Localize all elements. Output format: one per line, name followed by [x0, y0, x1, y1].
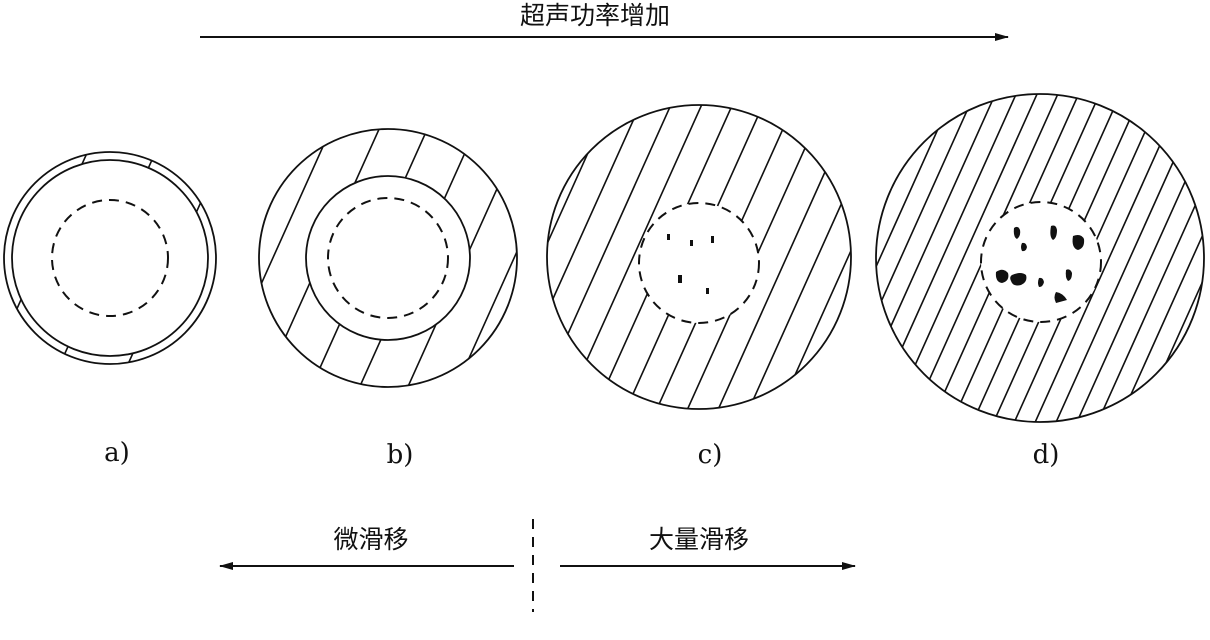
hatch-line-c: [752, 156, 893, 470]
inner-contact-circle-a: [12, 160, 208, 356]
micro-slip-label: 微滑移: [333, 525, 408, 554]
panel-label-c: c): [698, 440, 723, 470]
hatch-line-d: [814, 23, 965, 359]
panel-a: a): [0, 91, 273, 468]
panel-label-b: b): [387, 440, 414, 470]
hatch-line-d: [797, 15, 948, 351]
panel-b: b): [191, 61, 554, 470]
panel-d: d): [797, 15, 1210, 499]
slip-indicator: 微滑移 大量滑移: [220, 519, 855, 612]
panel-label-d: d): [1033, 440, 1060, 470]
hatch-line-b: [191, 61, 313, 333]
ultrasonic-power-arrow: 超声功率增加: [200, 1, 1008, 37]
hatch-line-c: [523, 53, 664, 367]
hatch-line-c: [778, 167, 919, 481]
hatch-line-c: [472, 30, 613, 344]
dashed-core-d: [981, 202, 1101, 322]
hatch-line-d: [866, 46, 1017, 382]
hatch-line-c: [497, 41, 638, 355]
large-slip-label: 大量滑移: [649, 525, 749, 554]
panel-label-a: a): [104, 438, 130, 468]
hatch-line-c: [727, 145, 868, 459]
dashed-core-c: [639, 203, 759, 323]
ultrasonic-power-label: 超声功率增加: [520, 1, 670, 30]
inner-circle-b: [306, 176, 470, 340]
panel-c: c): [472, 30, 919, 482]
hatch-line-d: [831, 30, 982, 366]
hatch-line-d: [849, 38, 1000, 374]
